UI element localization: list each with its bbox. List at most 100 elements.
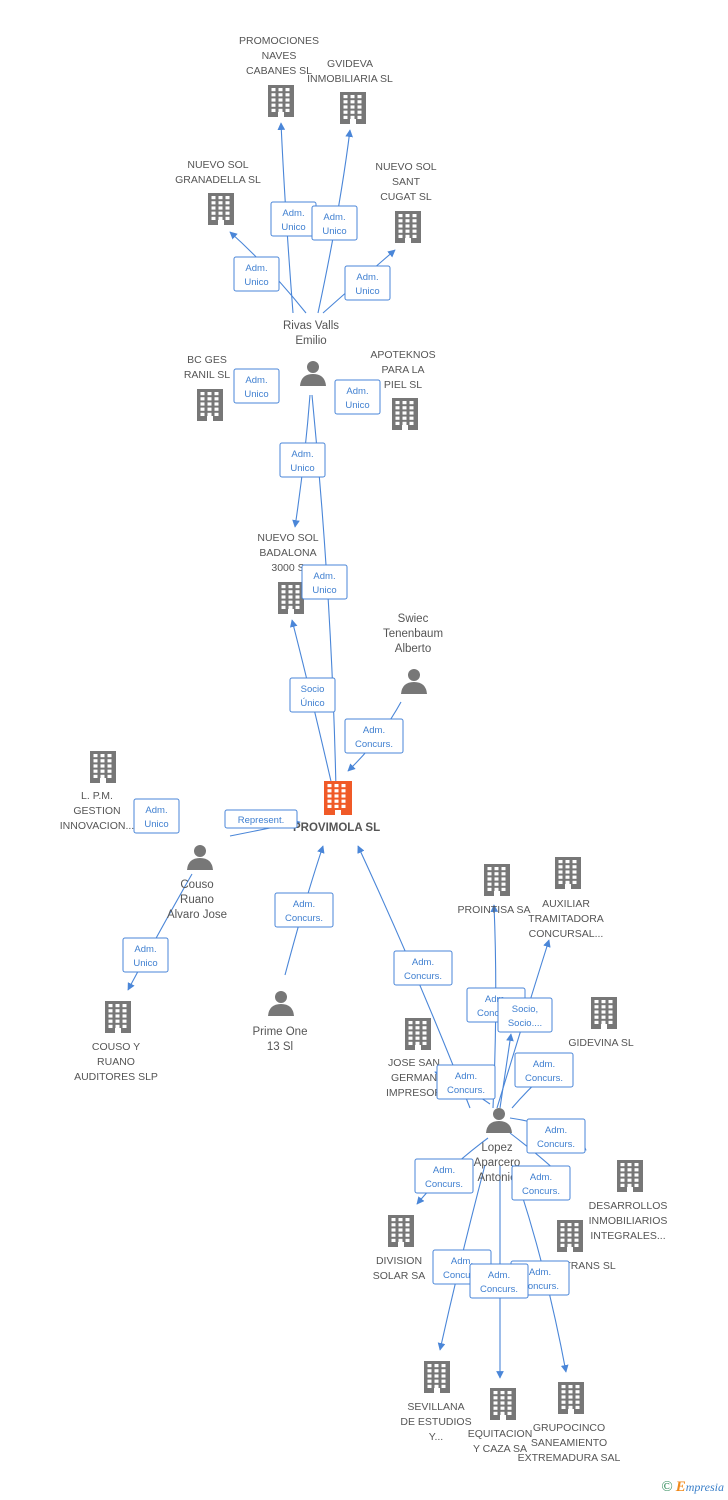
relation-text: Adm.: [529, 1267, 551, 1278]
node-label-line: DIVISION: [376, 1255, 422, 1267]
relation-box: [279, 442, 326, 478]
relation-box: [344, 265, 391, 301]
node-label-line: DESARROLLOS: [589, 1200, 668, 1212]
relation-label-r11[interactable]: Represent.: [224, 809, 298, 829]
node-label-line: Swiec: [398, 613, 429, 625]
relation-text: Adm.: [533, 1059, 555, 1070]
relation-box: [469, 1263, 529, 1299]
relation-label-r22[interactable]: Adm.Concurs.: [511, 1165, 571, 1201]
relation-arrow-10: [127, 873, 193, 991]
relation-box: [526, 1118, 586, 1154]
company-desarrollos[interactable]: DESARROLLOSINMOBILIARIOSINTEGRALES...: [589, 1160, 668, 1242]
company-trans[interactable]: TRANS SL: [557, 1220, 616, 1272]
relation-box: [233, 368, 280, 404]
relation-box: [436, 1064, 496, 1100]
relation-text: Represent.: [238, 815, 284, 826]
relation-label-r10[interactable]: Adm.Concurs.: [344, 718, 404, 754]
relation-label-r8[interactable]: Adm.Unico: [301, 564, 348, 600]
node-label-line: INNOVACION...: [60, 820, 134, 832]
relation-label-r12[interactable]: Adm.Unico: [133, 798, 180, 834]
node-label-line: INTEGRALES...: [590, 1230, 665, 1242]
node-label-line: GVIDEVA: [327, 58, 373, 70]
relation-text: Adm.: [313, 571, 335, 582]
relation-text: Adm.: [363, 725, 385, 736]
relation-arrow-15: [499, 1033, 514, 1109]
company-prointisa[interactable]: PROINTISA SA: [458, 864, 531, 916]
relation-text: Concurs.: [537, 1139, 575, 1150]
node-label-line: GESTION: [73, 805, 120, 817]
building-icon: [484, 864, 510, 896]
relation-box: [344, 718, 404, 754]
relation-label-r2[interactable]: Adm.Unico: [311, 205, 358, 241]
node-label-line: CABANES SL: [246, 65, 312, 77]
relation-box: [414, 1158, 474, 1194]
relation-label-r20[interactable]: Adm.Concurs.: [526, 1118, 586, 1154]
node-label-line: CONCURSAL...: [529, 928, 604, 940]
node-label-line: SEVILLANA: [407, 1401, 464, 1413]
relation-text: Unico: [244, 389, 268, 400]
relation-label-r17[interactable]: Socio,Socio....: [497, 997, 553, 1033]
relation-text: Unico: [144, 819, 168, 830]
node-label-line: SANT: [392, 176, 421, 188]
relation-text: Concurs.: [285, 913, 323, 924]
main-company-node[interactable]: PROVIMOLA SL: [293, 781, 380, 834]
relation-label-r7[interactable]: Adm. Unico: [279, 442, 326, 478]
person-icon: [486, 1108, 512, 1133]
node-label-line: RUANO: [97, 1056, 135, 1068]
company-gidevina[interactable]: GIDEVINA SL: [568, 997, 634, 1049]
relation-text: Unico: [290, 463, 314, 474]
relation-text: Socio: [301, 684, 325, 695]
relation-label-r6[interactable]: Adm.Unico: [334, 379, 381, 415]
relation-box: [289, 677, 336, 713]
relation-label-r21[interactable]: Adm.Concurs.: [414, 1158, 474, 1194]
node-label-line: DE ESTUDIOS: [400, 1416, 471, 1428]
relation-text: Adm.: [412, 957, 434, 968]
building-icon: [617, 1160, 643, 1192]
relation-label-r25[interactable]: Adm.Concurs.: [469, 1263, 529, 1299]
relation-label-r4[interactable]: Adm.Unico: [344, 265, 391, 301]
company-lpm[interactable]: L. P.M.GESTIONINNOVACION...: [60, 751, 134, 832]
building-icon: [197, 389, 223, 421]
relation-label-r3[interactable]: Adm.Unico: [233, 256, 280, 292]
node-label-line: EXTREMADURA SAL: [518, 1452, 621, 1464]
company-auxiliar[interactable]: AUXILIARTRAMITADORACONCURSAL...: [528, 857, 604, 940]
relation-label-r13[interactable]: Adm.Unico: [122, 937, 169, 973]
relation-label-r19[interactable]: Adm. Concurs.: [514, 1052, 574, 1088]
relation-text: Adm.: [291, 449, 313, 460]
relation-box: [393, 950, 453, 986]
empresia-credit[interactable]: ©Empresia: [661, 1479, 724, 1496]
relation-text: Concurs.: [525, 1073, 563, 1084]
relation-label-r15[interactable]: Adm.Concurs.: [393, 950, 453, 986]
relation-label-r14[interactable]: Adm.Concurs.: [274, 892, 334, 928]
node-label-line: Ruano: [180, 894, 214, 906]
relation-label-r1[interactable]: Adm.Unico: [270, 201, 317, 237]
relation-label-r18[interactable]: Adm.Concurs.: [436, 1064, 496, 1100]
node-label-line: NUEVO SOL: [375, 161, 436, 173]
building-icon: [208, 193, 234, 225]
relation-text: Unico: [244, 277, 268, 288]
node-label-line: AUDITORES SLP: [74, 1071, 158, 1083]
relation-label-r5[interactable]: Adm.Unico: [233, 368, 280, 404]
node-label-line: TRAMITADORA: [528, 913, 604, 925]
